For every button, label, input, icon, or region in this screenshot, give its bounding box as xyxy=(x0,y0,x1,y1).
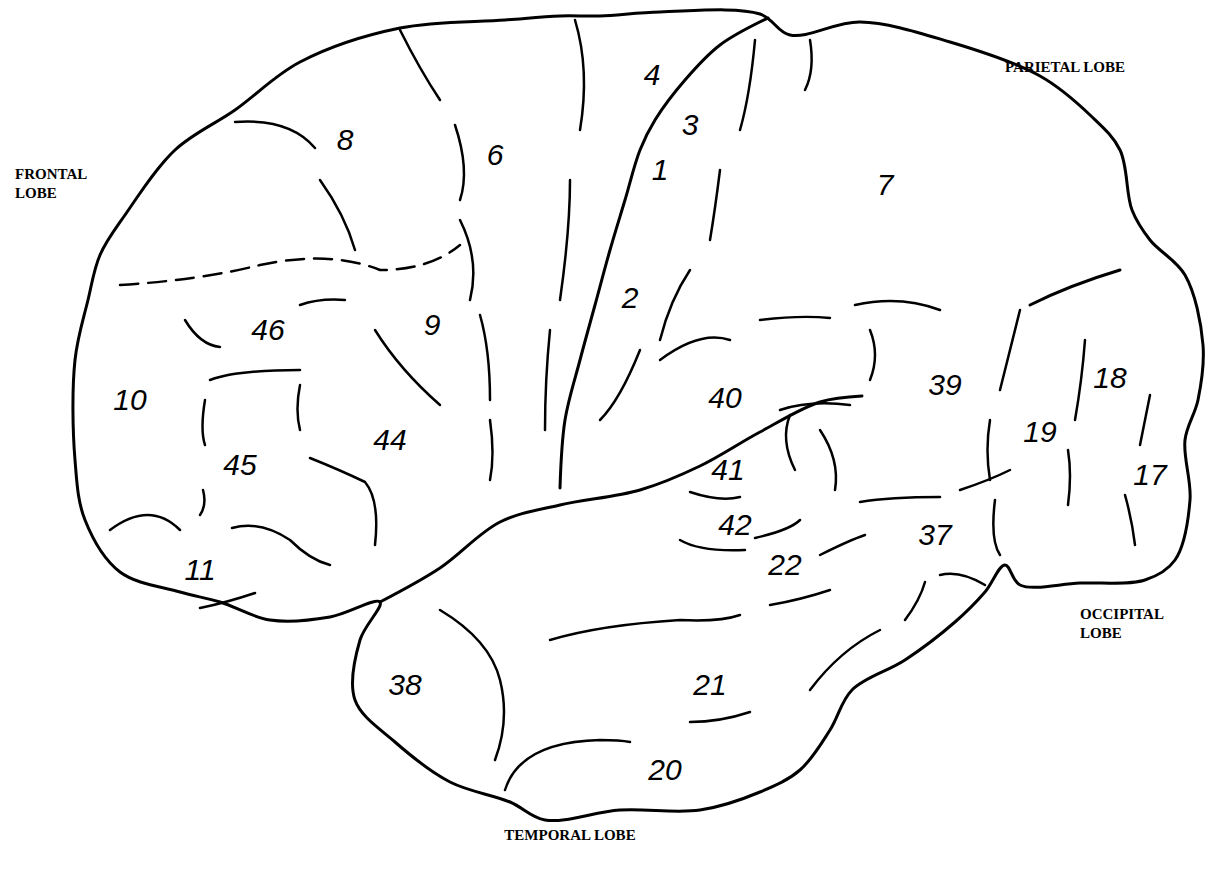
area-number: 40 xyxy=(708,383,741,413)
area-number: 45 xyxy=(223,450,256,480)
area-boundary xyxy=(550,615,740,640)
area-boundary xyxy=(770,590,830,605)
area-number: 19 xyxy=(1023,417,1056,447)
area-number: 22 xyxy=(768,550,801,580)
area-boundary xyxy=(210,370,300,380)
area-number: 42 xyxy=(718,510,751,540)
area-boundary xyxy=(440,610,504,760)
area-boundary xyxy=(786,415,795,470)
area-boundary xyxy=(300,300,345,305)
lobe-label: OCCIPITAL LOBE xyxy=(1080,605,1198,643)
area-number: 39 xyxy=(928,370,961,400)
area-boundary xyxy=(1000,310,1020,390)
area-number: 21 xyxy=(693,670,726,700)
area-boundary xyxy=(820,430,836,490)
area-boundary xyxy=(860,497,940,502)
area-boundary xyxy=(1075,340,1085,420)
area-boundary xyxy=(690,712,750,722)
area-number: 38 xyxy=(388,670,421,700)
area-boundary xyxy=(200,593,255,608)
area-boundary xyxy=(1125,495,1135,545)
lateral-sulcus xyxy=(380,396,862,602)
area-number: 7 xyxy=(877,170,894,200)
area-boundary xyxy=(505,740,630,790)
area-boundary xyxy=(110,515,180,530)
area-boundary xyxy=(545,330,550,430)
area-boundary xyxy=(690,492,740,499)
area-number: 44 xyxy=(373,425,406,455)
lobe-label: TEMPORAL LOBE xyxy=(504,826,635,845)
area-boundary xyxy=(490,420,493,480)
area-boundary xyxy=(805,40,812,90)
area-boundary xyxy=(993,500,1000,555)
area-boundary xyxy=(780,403,850,410)
area-boundary xyxy=(400,30,440,100)
area-boundary xyxy=(375,330,440,405)
brain-outline xyxy=(73,10,1203,821)
area-boundary xyxy=(988,420,991,480)
area-boundary xyxy=(960,470,1010,490)
area-boundary xyxy=(810,630,880,690)
area-number: 1 xyxy=(652,155,669,185)
area-number: 10 xyxy=(113,385,146,415)
area-boundaries xyxy=(110,20,1150,790)
area-boundary xyxy=(120,245,460,285)
area-number: 18 xyxy=(1093,363,1126,393)
area-boundary xyxy=(460,220,473,300)
area-number: 6 xyxy=(487,140,504,170)
area-boundary xyxy=(760,317,830,320)
area-boundary xyxy=(855,301,940,310)
area-boundary xyxy=(560,180,570,300)
lobe-label: FRONTAL LOBE xyxy=(15,165,105,203)
lobe-label: PARIETAL LOBE xyxy=(1005,58,1165,77)
area-boundary xyxy=(1068,450,1070,505)
area-boundary xyxy=(820,535,865,555)
area-boundary xyxy=(185,320,220,347)
area-boundary xyxy=(575,20,584,130)
area-number: 20 xyxy=(648,755,681,785)
area-boundary xyxy=(755,520,800,538)
area-boundary xyxy=(320,180,355,250)
area-boundary xyxy=(298,385,301,430)
area-number: 9 xyxy=(424,310,441,340)
area-number: 4 xyxy=(644,60,661,90)
area-boundary xyxy=(660,338,730,361)
area-boundary xyxy=(870,330,875,380)
area-boundary xyxy=(600,350,640,420)
area-number: 46 xyxy=(251,315,284,345)
area-boundary xyxy=(310,458,376,545)
area-number: 8 xyxy=(337,125,354,155)
area-boundary xyxy=(1140,395,1150,445)
area-boundary xyxy=(740,40,755,130)
area-number: 3 xyxy=(682,110,699,140)
area-number: 37 xyxy=(918,520,951,550)
area-boundary xyxy=(480,315,490,400)
area-number: 41 xyxy=(711,455,744,485)
area-number: 11 xyxy=(184,555,215,585)
parieto-occipital-line xyxy=(1030,270,1120,305)
area-boundary xyxy=(940,574,985,585)
area-boundary xyxy=(710,170,720,240)
area-boundary xyxy=(905,582,925,620)
area-number: 2 xyxy=(622,283,639,313)
area-number: 17 xyxy=(1133,460,1166,490)
area-boundary xyxy=(235,122,315,148)
area-boundary xyxy=(232,526,330,565)
central-sulcus xyxy=(560,18,768,488)
area-boundary xyxy=(660,270,690,340)
area-boundary xyxy=(203,400,206,445)
area-boundary xyxy=(200,490,204,515)
area-boundary xyxy=(455,125,464,200)
area-boundary xyxy=(680,540,745,550)
